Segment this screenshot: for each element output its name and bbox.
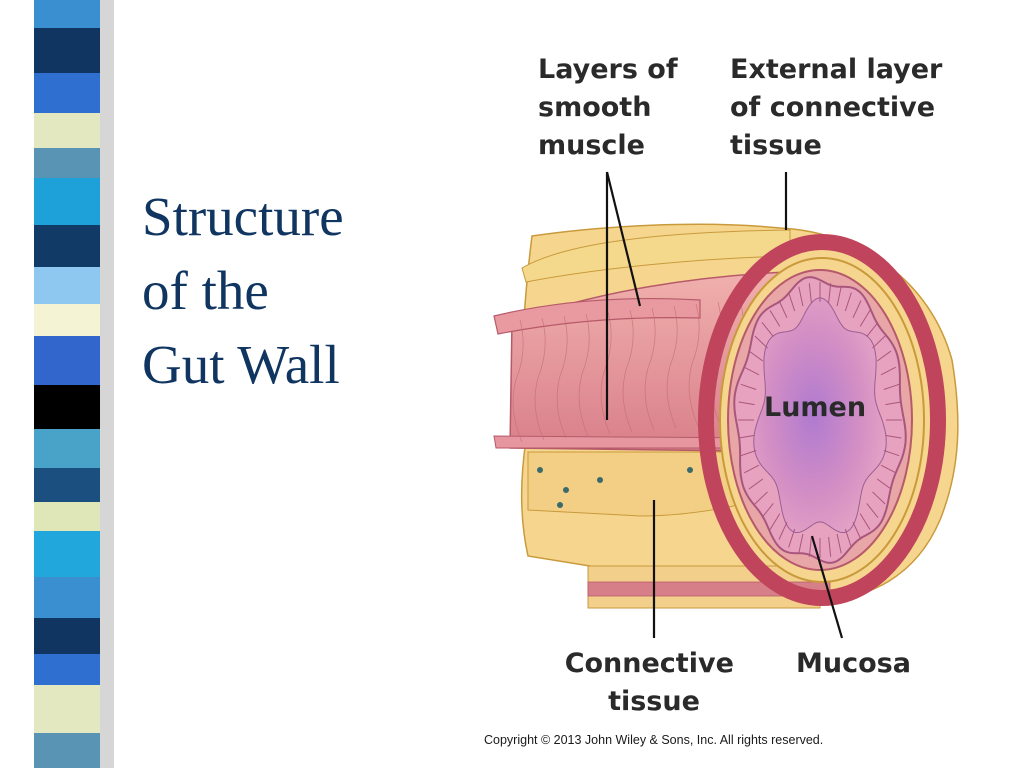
villus (883, 450, 900, 457)
muscle-fibre (534, 317, 546, 441)
villus (852, 300, 862, 319)
muscle-fibre (644, 307, 656, 431)
muscle-fibre (600, 311, 612, 435)
strip-block (34, 148, 100, 178)
copyright-notice: Copyright © 2013 John Wiley & Sons, Inc.… (484, 733, 823, 747)
strip-block (34, 113, 100, 148)
lumen-interior (753, 297, 887, 533)
villus (743, 366, 760, 376)
strip-block (34, 468, 100, 502)
label-smooth-muscle: Layers of smooth muscle (538, 54, 687, 161)
villus (738, 434, 755, 439)
muscle-fibre (688, 303, 700, 427)
villus (844, 292, 852, 312)
villus (761, 503, 774, 518)
villus (798, 286, 804, 307)
connective-cell (537, 467, 543, 473)
villus (828, 536, 832, 557)
leader-lines (605, 171, 844, 639)
muscle-fibre (512, 319, 524, 443)
strip-block (34, 28, 100, 73)
strip-block (34, 73, 100, 113)
connective-cell (563, 487, 569, 493)
strip-block (34, 577, 100, 618)
villus (880, 366, 897, 376)
strip-block (34, 267, 100, 304)
villus (852, 521, 862, 540)
villus (743, 464, 760, 474)
decorative-strip (0, 0, 120, 768)
muscle-fibre (622, 309, 634, 433)
strip-block (34, 336, 100, 385)
villus (880, 464, 897, 474)
leader-smooth-muscle-a (605, 171, 642, 307)
villus (738, 401, 755, 406)
villus (740, 450, 757, 457)
strip-block (34, 531, 100, 577)
villus (769, 513, 781, 530)
connective-cell (597, 477, 603, 483)
villus (859, 513, 871, 530)
villus (798, 533, 804, 554)
label-external-layer: External layer of connective tissue (730, 54, 952, 161)
strip-block (34, 429, 100, 468)
villus (836, 533, 842, 554)
strip-block (34, 225, 100, 267)
villus (778, 300, 788, 319)
peeled-muscle-flap (493, 297, 701, 335)
villus (788, 528, 796, 548)
connective-cell (557, 502, 563, 508)
strip-block (34, 733, 100, 768)
villus (883, 383, 900, 390)
strip-block (34, 685, 100, 733)
strip-block (34, 0, 100, 28)
leader-mucosa (810, 535, 844, 639)
label-connective-tissue: Connective tissue (565, 648, 744, 717)
connective-cell (687, 467, 693, 473)
label-mucosa: Mucosa (796, 648, 911, 679)
villus (828, 283, 832, 304)
label-lumen: Lumen (764, 392, 866, 423)
villus (859, 310, 871, 327)
villus (748, 478, 764, 490)
strip-block (34, 304, 100, 336)
connective-cells (537, 467, 693, 508)
muscle-fibre (578, 313, 590, 437)
villus (788, 292, 796, 312)
villus (754, 335, 768, 349)
villus (872, 335, 886, 349)
villus (754, 491, 768, 505)
villus (872, 491, 886, 505)
title-line: Structure (142, 186, 344, 247)
strip-block (34, 385, 100, 429)
strip-block (34, 178, 100, 225)
title-line: of the (142, 260, 269, 321)
strip-block (34, 502, 100, 531)
strip-block (34, 618, 100, 654)
villus (778, 521, 788, 540)
title-line: Gut Wall (142, 334, 340, 395)
villus (836, 286, 842, 307)
villus (740, 383, 757, 390)
villus (748, 350, 764, 362)
villus (876, 478, 892, 490)
villus (866, 503, 879, 518)
villus (866, 322, 879, 337)
villus (885, 401, 902, 406)
villus (844, 528, 852, 548)
muscle-fibre (666, 305, 678, 429)
villus (769, 310, 781, 327)
villus (885, 434, 902, 439)
villus (808, 536, 812, 557)
villus (761, 322, 774, 337)
mucosa-villi (738, 282, 902, 558)
villus (808, 283, 812, 304)
slide-title: Structure of the Gut Wall (142, 180, 402, 402)
villus (876, 350, 892, 362)
muscle-fibre (556, 315, 568, 439)
outer-wall-ring (698, 234, 946, 606)
strip-block (34, 654, 100, 685)
